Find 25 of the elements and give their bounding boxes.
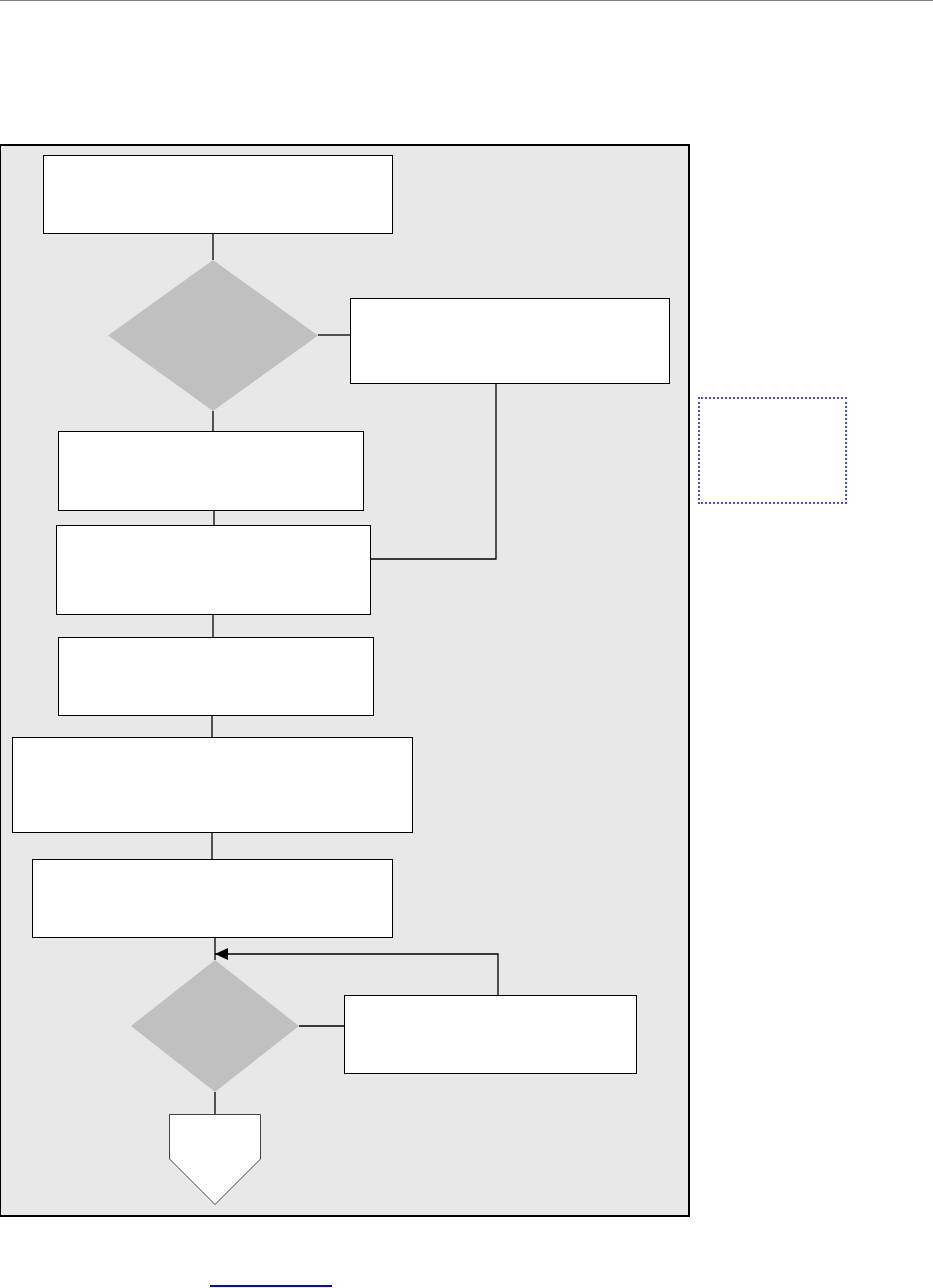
connector-line: [317, 334, 351, 336]
connector-line: [211, 715, 213, 738]
process-box: [350, 298, 670, 384]
process-box: [58, 637, 374, 716]
arrow: [214, 948, 499, 996]
process-box: [43, 155, 393, 234]
connector-line: [212, 614, 214, 638]
process-box: [32, 859, 393, 938]
off-page-connector: [169, 1114, 261, 1205]
process-box: [58, 431, 364, 511]
connector-line: [212, 410, 214, 432]
connector-line: [211, 832, 213, 860]
connector-line: [212, 233, 214, 261]
process-box: [12, 737, 413, 833]
connector-line: [370, 383, 497, 560]
connector-line: [214, 1091, 216, 1115]
decision-diamond: [108, 260, 318, 411]
comment-box: [698, 397, 847, 504]
flowchart-panel: [0, 144, 690, 1217]
decision-diamond: [131, 960, 299, 1092]
connector-line: [214, 937, 216, 961]
process-box: [344, 995, 637, 1074]
connector-line: [213, 510, 215, 526]
process-box: [56, 525, 371, 615]
connector-line: [298, 1025, 345, 1027]
